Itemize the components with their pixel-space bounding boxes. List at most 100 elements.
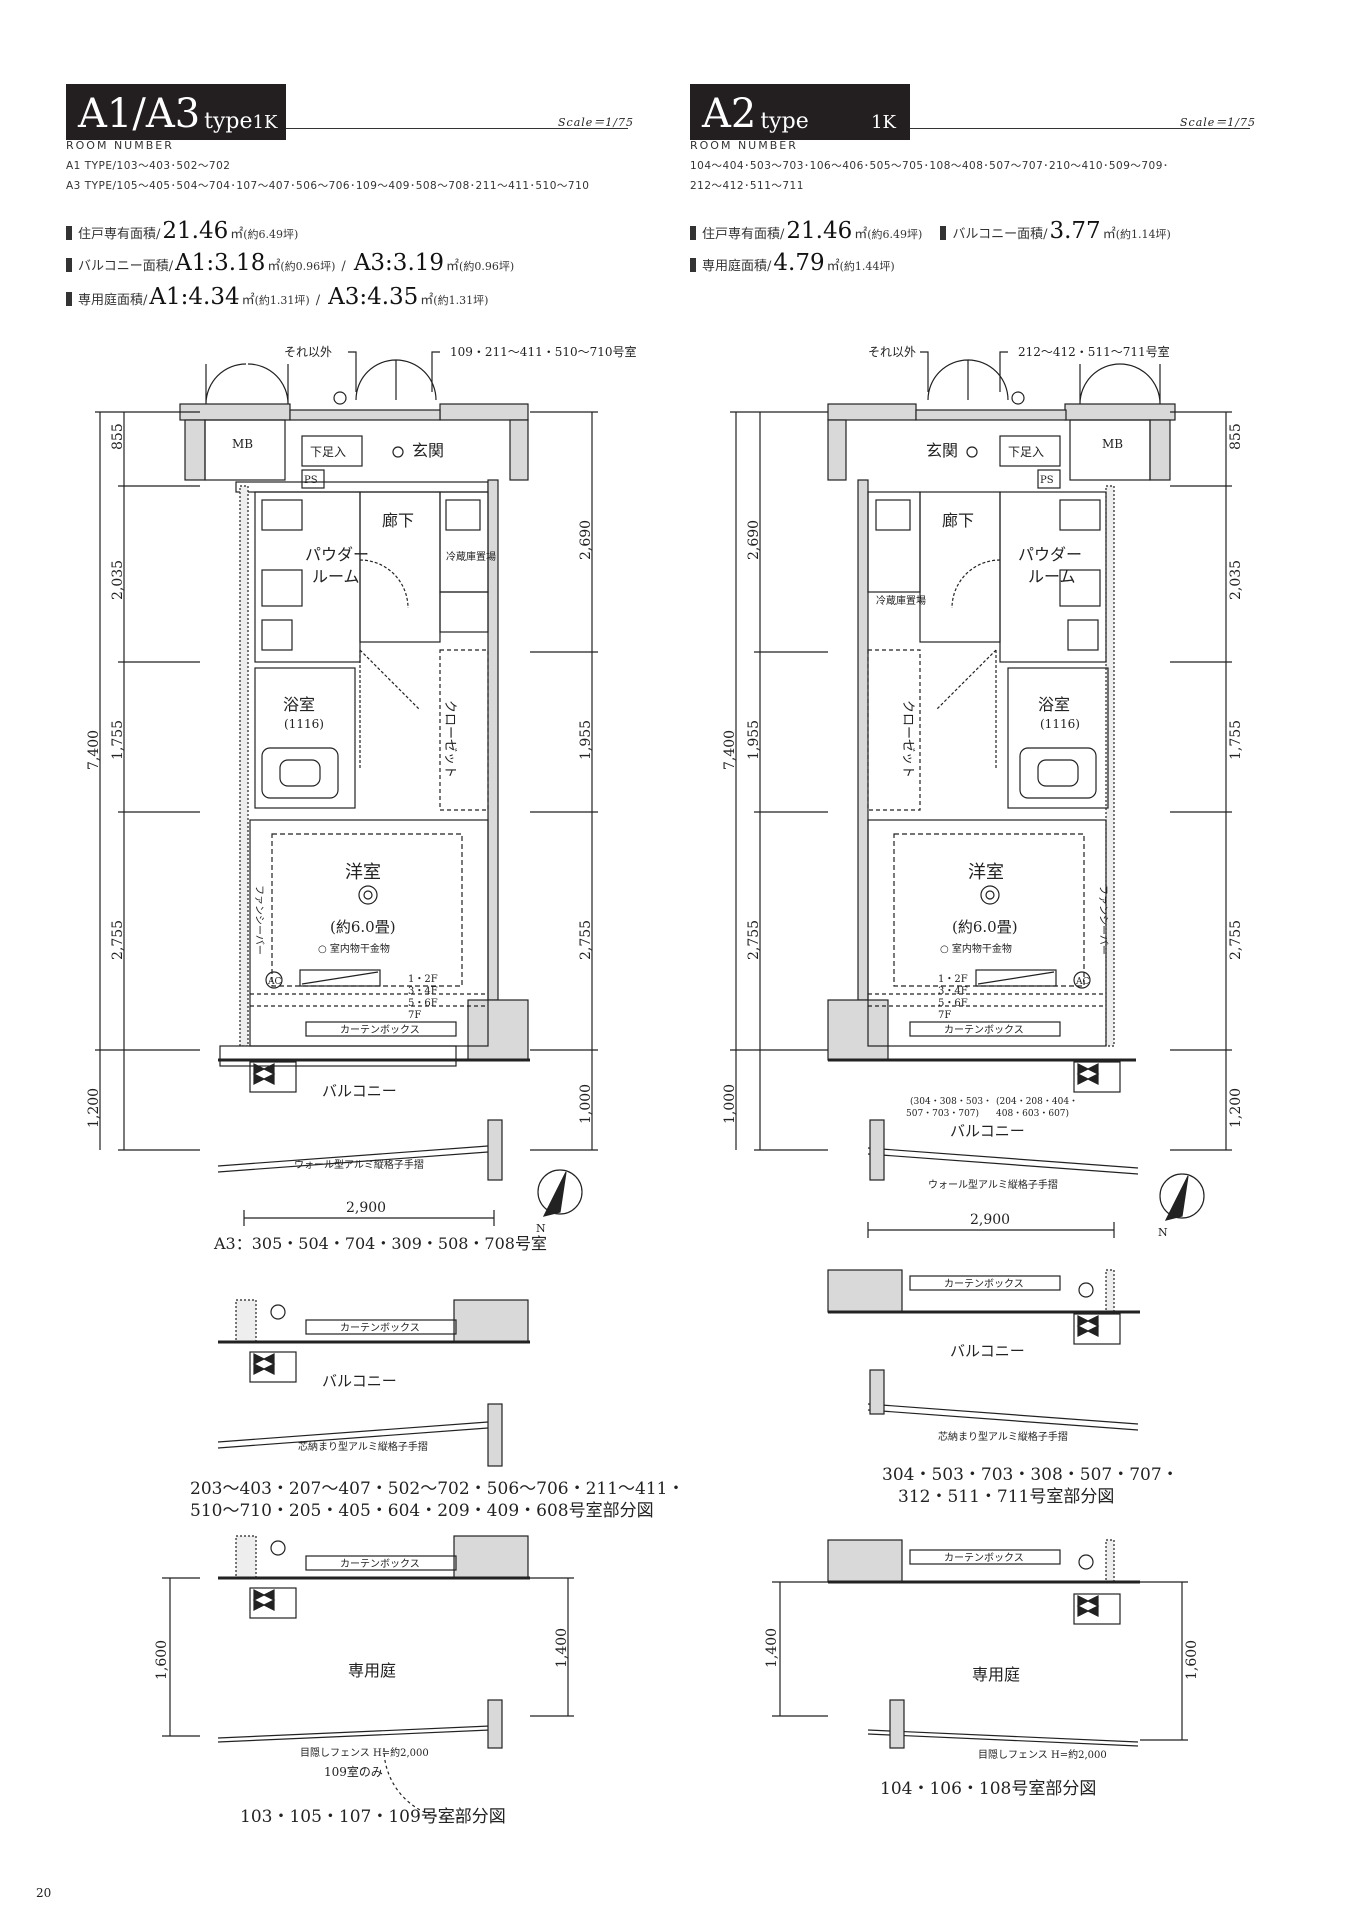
- north-icon: N: [1158, 1226, 1168, 1239]
- p2-garden: 専用庭: [348, 1661, 396, 1680]
- dim-left-5: 1,200: [86, 1088, 102, 1128]
- youshitsu-label: 洋室: [968, 862, 1004, 883]
- mb-label: MB: [1102, 437, 1123, 451]
- p2-curtain: カーテンボックス: [944, 1552, 1024, 1564]
- shoe-label: 下足入: [310, 445, 346, 459]
- ac-label: AC: [1075, 977, 1089, 987]
- dim-left-3: 2,755: [746, 920, 762, 960]
- dim-right-3: 2,755: [578, 920, 594, 960]
- hanger-label: ○ 室内物干金物: [318, 942, 390, 955]
- rail-label: ウォール型アルミ縦格子手摺: [928, 1178, 1058, 1191]
- header-rule: [910, 128, 1250, 129]
- dim-right-4: 2,755: [1228, 920, 1244, 960]
- dim-left-4: 1,000: [722, 1084, 738, 1124]
- p2-fence: 目隠しフェンス H=約2,000: [300, 1746, 429, 1759]
- note-a: (304・308・503・: [910, 1096, 992, 1107]
- p1-rail: 芯納まり型アルミ縦格子手摺: [938, 1430, 1068, 1443]
- p2-dim-left: 1,600: [154, 1640, 170, 1680]
- genkan-label: 玄関: [412, 441, 444, 460]
- scale-label: Scale＝1/75: [1180, 116, 1256, 129]
- dim-right-1: 855: [1228, 423, 1244, 450]
- p2-dim-right: 1,600: [1184, 1640, 1200, 1680]
- dim-right-3: 1,755: [1228, 720, 1244, 760]
- p1-balcony: バルコニー: [322, 1372, 397, 1390]
- floors-3: 5・6F: [938, 998, 968, 1009]
- north-icon: N: [536, 1222, 546, 1235]
- curtain-label: カーテンボックス: [944, 1024, 1024, 1036]
- dim-right-4: 1,000: [578, 1084, 594, 1124]
- note-b: (204・208・404・: [996, 1096, 1078, 1107]
- dim-right-1: 2,690: [578, 520, 594, 560]
- dim-right-5: 1,200: [1228, 1088, 1244, 1128]
- partial1-caption-1: 304・503・703・308・507・707・: [882, 1465, 1179, 1485]
- dim-left-1: 855: [110, 423, 126, 450]
- floorplan-a1a3: それ以外 109・211〜411・510〜710号室 MB 下足入 PS 玄関 …: [86, 344, 637, 1820]
- note-a2: 507・703・707): [906, 1108, 979, 1119]
- p2-garden: 専用庭: [972, 1665, 1020, 1684]
- dim-left-3: 1,755: [110, 720, 126, 760]
- floors-2: 3・4F: [938, 986, 968, 997]
- bath-label: 浴室: [1038, 695, 1070, 714]
- floors-1: 1・2F: [408, 974, 438, 985]
- rouka-label: 廊下: [382, 511, 414, 530]
- fan-label: ファンシーバー: [1097, 885, 1109, 955]
- partial2-caption: 103・105・107・109号室部分図: [240, 1807, 506, 1827]
- room-line-1: 104〜404･503〜703･106〜406･505〜705･108〜408･…: [690, 160, 1169, 172]
- page-number: 20: [36, 1886, 52, 1900]
- door-note-rooms: 212〜412・511〜711号室: [1018, 344, 1170, 359]
- closet-label: クローゼット: [442, 700, 457, 778]
- room-line-2: 212〜412･511〜711: [690, 180, 804, 192]
- fan-label: ファンシーバー: [253, 885, 265, 955]
- balcony-label: バルコニー: [950, 1122, 1025, 1140]
- door-note-rooms: 109・211〜411・510〜710号室: [450, 344, 637, 359]
- partial1-caption-2: 312・511・711号室部分図: [898, 1487, 1115, 1507]
- note-b2: 408・603・607): [996, 1108, 1069, 1119]
- floors-4: 7F: [408, 1010, 421, 1021]
- room-number-heading: ROOM NUMBER: [66, 139, 174, 152]
- p2-fence: 目隠しフェンス H=約2,000: [978, 1748, 1107, 1761]
- dim-left-2: 2,035: [110, 560, 126, 600]
- rouka-label: 廊下: [942, 511, 974, 530]
- dim-total: 7,400: [86, 730, 102, 770]
- header-rule: [286, 128, 628, 129]
- bath-label: 浴室: [283, 695, 315, 714]
- powder-label-2: ルーム: [1028, 567, 1076, 586]
- partial1-caption-2: 510〜710・205・405・604・209・409・608号室部分図: [190, 1501, 654, 1521]
- title-layout: 1K: [252, 112, 278, 133]
- room-line-1: A1 TYPE/103〜403･502〜702: [66, 160, 231, 172]
- room-number-heading: ROOM NUMBER: [690, 139, 798, 152]
- balcony-label: バルコニー: [322, 1082, 397, 1100]
- powder-label-2: ルーム: [312, 567, 360, 586]
- door-note-other: それ以外: [868, 345, 916, 359]
- ps-label: PS: [1040, 475, 1054, 486]
- dim-right-2: 1,955: [578, 720, 594, 760]
- caption-a3-rooms: A3：305・504・704・309・508・708号室: [214, 1234, 547, 1253]
- bath-size: (1116): [1040, 717, 1080, 731]
- rail-label: ウォール型アルミ縦格子手摺: [294, 1158, 424, 1171]
- dim-right-2: 2,035: [1228, 560, 1244, 600]
- ps-label: PS: [304, 475, 318, 486]
- title-bar-a2: A2 type 1K: [690, 84, 910, 140]
- curtain-label: カーテンボックス: [340, 1024, 420, 1036]
- youshitsu-size: (約6.0畳): [952, 918, 1018, 936]
- youshitsu-size: (約6.0畳): [330, 918, 396, 936]
- door-note-other: それ以外: [284, 345, 332, 359]
- powder-label: パウダー: [1018, 545, 1082, 564]
- p2-dim-left: 1,400: [764, 1628, 780, 1668]
- dim-left-4: 2,755: [110, 920, 126, 960]
- scale-label: Scale＝1/75: [558, 116, 634, 129]
- title-type: type: [204, 109, 253, 134]
- p2-curtain: カーテンボックス: [340, 1558, 420, 1570]
- title-main: A1/A3: [78, 91, 201, 137]
- fridge-label: 冷蔵庫置場: [446, 550, 496, 563]
- floors-2: 3・4F: [408, 986, 438, 997]
- ac-label: AC: [267, 977, 281, 987]
- title-main: A2: [702, 91, 757, 137]
- title-layout: 1K: [871, 112, 896, 133]
- floors-4: 7F: [938, 1010, 951, 1021]
- partial2-caption: 104・106・108号室部分図: [880, 1779, 1097, 1799]
- partial1-caption-1: 203〜403・207〜407・502〜702・506〜706・211〜411・: [190, 1479, 685, 1499]
- dim-total: 7,400: [722, 730, 738, 770]
